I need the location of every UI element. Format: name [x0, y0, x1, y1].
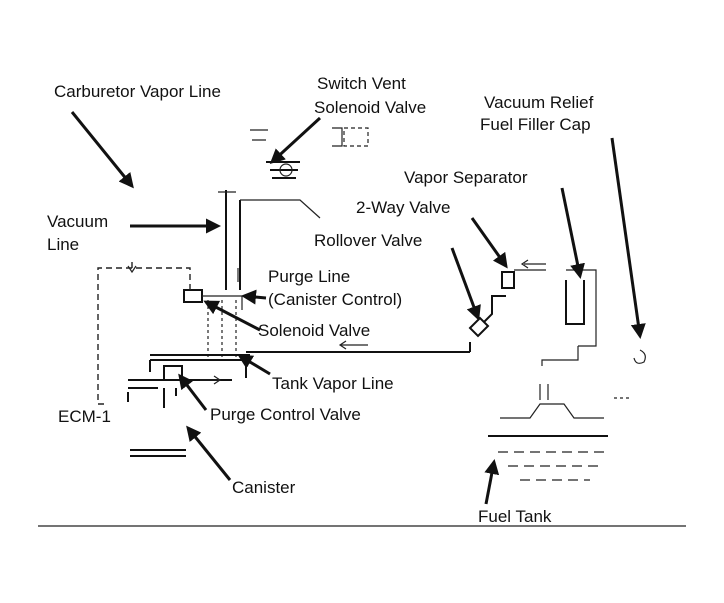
diagram-labels: Carburetor Vapor Line Switch Vent Soleno…: [47, 74, 594, 526]
arrow-tank-vapor-line: [237, 354, 271, 376]
tank-vapor-line-horizontal: [246, 342, 471, 353]
carburetor-sketch: [250, 127, 343, 147]
filler-neck: [539, 384, 549, 400]
label-vapor-separator: Vapor Separator: [404, 168, 528, 187]
label-fuel-filler-cap: Fuel Filler Cap: [480, 115, 591, 134]
purge-control-valve-body: [163, 365, 183, 381]
label-solenoid-valve: Solenoid Valve: [258, 321, 370, 340]
label-ecm: ECM-1: [58, 407, 111, 426]
canister-top: [127, 379, 232, 408]
switch-vent-solenoid-port: [279, 163, 293, 177]
arrow-solenoid-valve: [203, 300, 261, 332]
rollover-valve-body: [468, 316, 490, 338]
label-canister-control: (Canister Control): [268, 290, 402, 309]
label-two-way-valve: 2-Way Valve: [356, 198, 450, 217]
vapor-separator-body: [565, 280, 585, 325]
arrow-two-way-valve: [470, 217, 508, 269]
label-carburetor-vapor-line: Carburetor Vapor Line: [54, 82, 221, 101]
arrow-rollover-valve: [450, 247, 481, 321]
arrow-canister: [186, 425, 232, 481]
vacuum-line-vertical: [225, 190, 241, 290]
carb-vapor-branch: [240, 199, 321, 219]
label-vacuum: Vacuum: [47, 212, 108, 231]
label-purge-control-valve: Purge Control Valve: [210, 405, 361, 424]
arrow-purge-control-valve: [178, 373, 208, 411]
carburetor-box: [343, 127, 369, 147]
vapor-separator-outlet: [541, 269, 597, 366]
arrow-fuel-tank: [484, 459, 500, 505]
canister-base: [130, 449, 186, 457]
rollover-to-two-way: [483, 295, 506, 323]
arrow-purge-line: [241, 289, 267, 305]
label-switch-vent: Switch Vent: [317, 74, 406, 93]
tank-vapor-line-top: [150, 354, 250, 361]
label-vacuum-line: Line: [47, 235, 79, 254]
label-canister: Canister: [232, 478, 296, 497]
label-tank-vapor-line: Tank Vapor Line: [272, 374, 394, 393]
leader-arrows: [70, 111, 646, 505]
label-vacuum-relief: Vacuum Relief: [484, 93, 594, 112]
label-fuel-tank: Fuel Tank: [478, 507, 552, 526]
arrow-vacuum-relief: [610, 137, 646, 339]
filler-cap-sketch: [633, 349, 646, 364]
ecm-wire-arrow: [127, 265, 137, 274]
label-rollover-valve: Rollover Valve: [314, 231, 422, 250]
two-way-valve-hose: [514, 259, 546, 271]
arrow-carburetor-vapor-line: [70, 111, 134, 189]
label-switch-vent-solenoid: Solenoid Valve: [314, 98, 426, 117]
purge-flow-arrow: [200, 375, 222, 385]
fuel-tank-top: [500, 403, 604, 419]
ecm-wiring: [97, 267, 191, 405]
arrow-switch-vent: [269, 116, 322, 165]
arrow-vapor-separator: [560, 187, 585, 279]
label-purge-line: Purge Line: [268, 267, 350, 286]
purge-solenoid-body: [183, 289, 203, 303]
canister-feed-lines: [207, 300, 237, 360]
tank-vapor-flow-arrow: [338, 340, 368, 350]
two-way-valve-body: [501, 271, 515, 289]
fuel-level-lines: [498, 451, 608, 481]
